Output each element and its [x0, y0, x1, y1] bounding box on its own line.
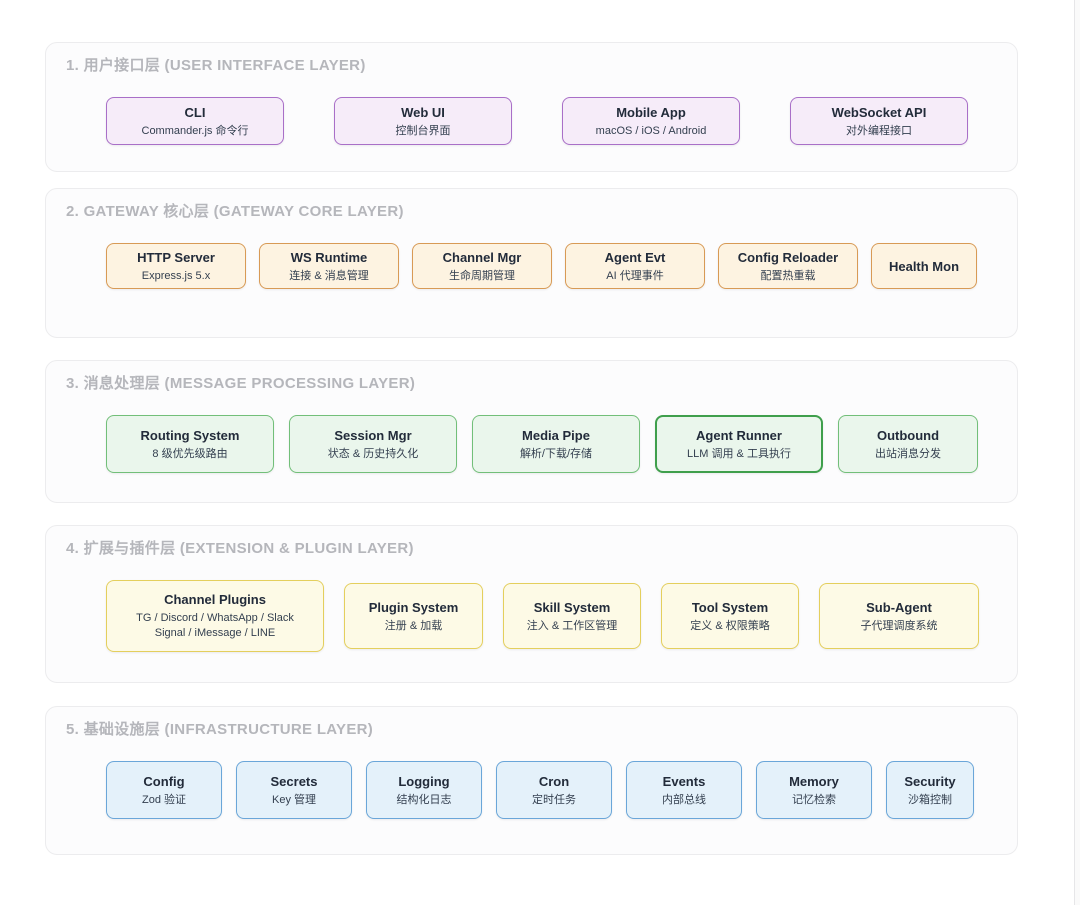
node-title: Mobile App	[616, 104, 686, 120]
node-title: Agent Runner	[696, 427, 782, 443]
node-subtitle: Zod 验证	[141, 793, 186, 806]
node-title: Tool System	[691, 599, 769, 615]
node-title: Routing System	[140, 427, 240, 443]
node-skill-system: Skill System 注入 & 工作区管理	[503, 583, 641, 649]
node-websocket-api: WebSocket API 对外编程接口	[790, 97, 968, 145]
node-subtitle: 控制台界面	[395, 124, 451, 137]
node-title: Plugin System	[368, 599, 459, 615]
node-title: Channel Mgr	[442, 249, 522, 265]
node-title: Channel Plugins	[164, 592, 266, 607]
node-subtitle: Express.js 5.x	[141, 269, 211, 282]
node-title: WS Runtime	[290, 249, 368, 265]
node-row: Routing System 8 级优先级路由 Session Mgr 状态 &…	[106, 415, 997, 473]
layer-title: 2. GATEWAY 核心层 (GATEWAY CORE LAYER)	[66, 203, 404, 220]
node-memory: Memory 记忆检索	[756, 761, 872, 819]
node-title: Skill System	[533, 599, 611, 615]
node-row: Config Zod 验证 Secrets Key 管理 Logging 结构化…	[106, 761, 997, 819]
node-config: Config Zod 验证	[106, 761, 222, 819]
node-subtitle: 定时任务	[532, 793, 576, 806]
node-subtitle: 配置热重载	[760, 269, 816, 282]
node-title: Media Pipe	[522, 427, 590, 443]
node-agent-runner: Agent Runner LLM 调用 & 工具执行	[655, 415, 823, 473]
node-logging: Logging 结构化日志	[366, 761, 482, 819]
node-mobile-app: Mobile App macOS / iOS / Android	[562, 97, 740, 145]
node-media-pipe: Media Pipe 解析/下载/存储	[472, 415, 640, 473]
node-agent-evt: Agent Evt AI 代理事件	[565, 243, 705, 289]
node-row: CLI Commander.js 命令行 Web UI 控制台界面 Mobile…	[106, 97, 997, 145]
node-title: Agent Evt	[604, 249, 666, 265]
node-title: Config Reloader	[737, 249, 839, 265]
node-row: Channel Plugins TG / Discord / WhatsApp …	[106, 580, 997, 652]
node-subtitle: 沙箱控制	[908, 793, 952, 806]
node-channel-plugins: Channel Plugins TG / Discord / WhatsApp …	[106, 580, 324, 652]
node-title: Session Mgr	[334, 427, 412, 443]
node-subtitle: 8 级优先级路由	[152, 447, 228, 460]
node-subtitle: macOS / iOS / Android	[595, 124, 707, 137]
node-channel-mgr: Channel Mgr 生命周期管理	[412, 243, 552, 289]
node-title: WebSocket API	[831, 104, 927, 120]
node-subtitle: 记忆检索	[792, 793, 836, 806]
node-plugin-system: Plugin System 注册 & 加载	[344, 583, 483, 649]
node-title: Security	[904, 773, 956, 789]
node-config-reloader: Config Reloader 配置热重载	[718, 243, 858, 289]
node-session-mgr: Session Mgr 状态 & 历史持久化	[289, 415, 457, 473]
node-ws-runtime: WS Runtime 连接 & 消息管理	[259, 243, 399, 289]
node-subtitle: 注入 & 工作区管理	[526, 619, 618, 632]
node-subtitle: TG / Discord / WhatsApp / Slack	[136, 612, 294, 624]
node-title: Config	[143, 773, 185, 789]
layer-section-user-interface: 1. 用户接口层 (USER INTERFACE LAYER) CLI Comm…	[45, 42, 1018, 172]
node-subtitle: 内部总线	[662, 793, 706, 806]
node-subtitle-line2: Signal / iMessage / LINE	[154, 627, 276, 639]
node-subtitle: LLM 调用 & 工具执行	[687, 447, 791, 460]
node-subtitle: 注册 & 加载	[384, 619, 443, 632]
node-http-server: HTTP Server Express.js 5.x	[106, 243, 246, 289]
node-security: Security 沙箱控制	[886, 761, 974, 819]
node-web-ui: Web UI 控制台界面	[334, 97, 512, 145]
node-cron: Cron 定时任务	[496, 761, 612, 819]
node-title: Outbound	[876, 427, 940, 443]
layer-title: 3. 消息处理层 (MESSAGE PROCESSING LAYER)	[66, 375, 416, 392]
node-subtitle: Key 管理	[271, 793, 316, 806]
node-secrets: Secrets Key 管理	[236, 761, 352, 819]
node-title: Memory	[789, 773, 839, 789]
layer-section-infrastructure: 5. 基础设施层 (INFRASTRUCTURE LAYER) Config Z…	[45, 706, 1018, 855]
node-tool-system: Tool System 定义 & 权限策略	[661, 583, 799, 649]
layer-title: 5. 基础设施层 (INFRASTRUCTURE LAYER)	[66, 721, 374, 738]
node-subtitle: 解析/下载/存储	[519, 447, 593, 460]
node-cli: CLI Commander.js 命令行	[106, 97, 284, 145]
node-sub-agent: Sub-Agent 子代理调度系统	[819, 583, 979, 649]
node-outbound: Outbound 出站消息分发	[838, 415, 978, 473]
node-subtitle: 对外编程接口	[846, 124, 912, 137]
node-events: Events 内部总线	[626, 761, 742, 819]
node-subtitle: AI 代理事件	[606, 269, 664, 282]
node-subtitle: 出站消息分发	[875, 447, 941, 460]
layer-section-gateway-core: 2. GATEWAY 核心层 (GATEWAY CORE LAYER) HTTP…	[45, 188, 1018, 338]
node-subtitle: 连接 & 消息管理	[289, 269, 369, 282]
node-subtitle: Commander.js 命令行	[141, 124, 249, 137]
node-title: Health Mon	[888, 258, 960, 274]
layer-title: 4. 扩展与插件层 (EXTENSION & PLUGIN LAYER)	[66, 540, 414, 557]
node-title: Web UI	[401, 104, 445, 120]
node-subtitle: 状态 & 历史持久化	[327, 447, 419, 460]
node-title: Sub-Agent	[866, 599, 932, 615]
node-routing-system: Routing System 8 级优先级路由	[106, 415, 274, 473]
node-title: Events	[662, 773, 706, 789]
screen-edge-divider	[1074, 0, 1080, 905]
node-health-mon: Health Mon	[871, 243, 977, 289]
layer-section-extension-plugin: 4. 扩展与插件层 (EXTENSION & PLUGIN LAYER) Cha…	[45, 525, 1018, 683]
node-row: HTTP Server Express.js 5.x WS Runtime 连接…	[106, 243, 997, 289]
architecture-diagram: 1. 用户接口层 (USER INTERFACE LAYER) CLI Comm…	[45, 42, 1018, 855]
node-subtitle: 子代理调度系统	[860, 619, 938, 632]
node-subtitle: 定义 & 权限策略	[690, 619, 770, 632]
node-title: Cron	[538, 773, 570, 789]
layer-section-message-processing: 3. 消息处理层 (MESSAGE PROCESSING LAYER) Rout…	[45, 360, 1018, 503]
node-subtitle: 结构化日志	[396, 793, 452, 806]
node-title: Secrets	[270, 773, 318, 789]
node-title: Logging	[398, 773, 450, 789]
node-title: CLI	[184, 104, 206, 120]
node-subtitle: 生命周期管理	[449, 269, 515, 282]
node-title: HTTP Server	[137, 249, 215, 265]
layer-title: 1. 用户接口层 (USER INTERFACE LAYER)	[66, 57, 366, 74]
